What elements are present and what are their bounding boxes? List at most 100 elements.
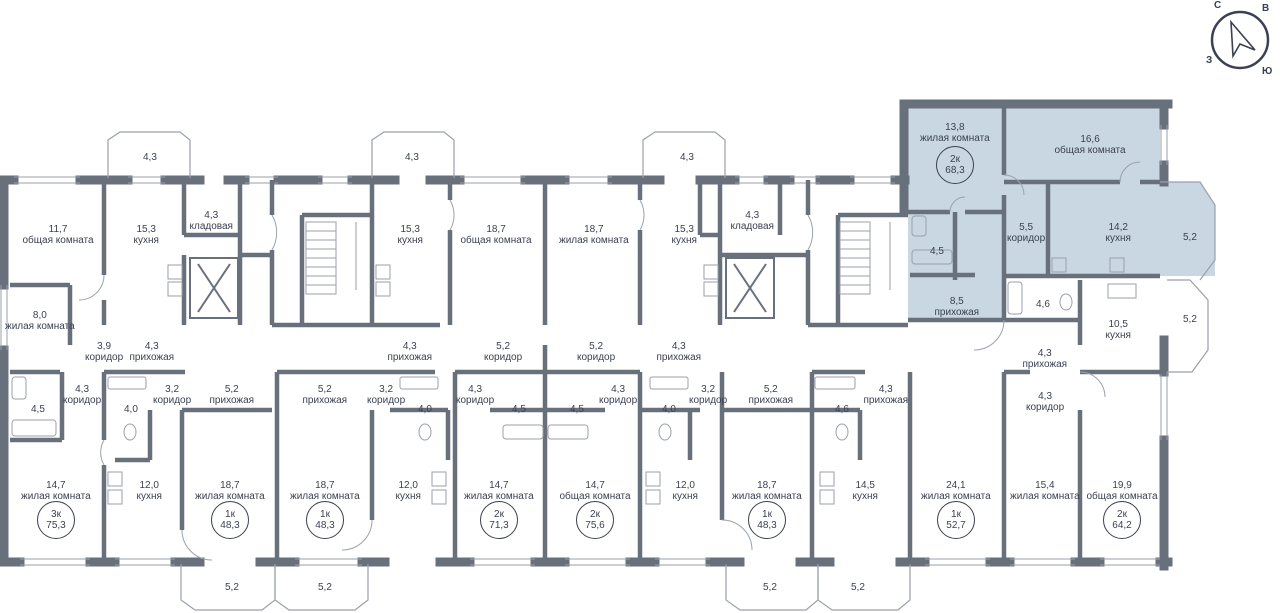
room-label: 4,6 [835, 404, 849, 415]
room-area: 4,3 [745, 210, 760, 221]
room-area: 18,7 [757, 480, 777, 491]
room-area: 4,5 [512, 404, 526, 415]
apartment-area: 71,3 [489, 520, 509, 531]
room-name: прихожая [863, 395, 909, 406]
room-name: общая комната [559, 491, 631, 502]
room-name: коридор [85, 352, 124, 363]
compass-east-label: В [1262, 3, 1270, 14]
compass-north-label: С [1214, 0, 1222, 11]
interior-walls [10, 108, 1164, 562]
room-name: кухня [672, 491, 698, 502]
room-name: прихожая [387, 352, 433, 363]
room-area: 5,2 [763, 384, 778, 395]
room-area: 16,6 [1080, 134, 1100, 145]
room-name: кухня [852, 491, 878, 502]
room-name: кладовая [189, 221, 233, 232]
apartment-area: 75,6 [585, 520, 605, 531]
compass-south-label: Ю [1262, 66, 1273, 77]
room-name: кладовая [730, 221, 774, 232]
room-area: 4,3 [143, 152, 157, 163]
room-area: 5,2 [225, 582, 239, 593]
sanitary-fixtures [11, 215, 1073, 441]
room-area: 12,0 [139, 480, 159, 491]
room-name: кухня [671, 235, 697, 246]
room-area: 4,3 [680, 152, 694, 163]
room-name: коридор [599, 395, 638, 406]
room-area: 13,8 [945, 122, 965, 133]
room-name: прихожая [302, 395, 348, 406]
room-label: 4,3 [143, 152, 157, 163]
room-area: 4,3 [878, 384, 893, 395]
apartment-area: 68,3 [945, 165, 965, 176]
room-name: общая комната [460, 235, 532, 246]
room-area: 5,2 [318, 582, 332, 593]
room-area: 3,9 [97, 341, 112, 352]
room-name: прихожая [934, 307, 980, 318]
room-name: коридор [367, 395, 406, 406]
room-area: 18,7 [486, 224, 506, 235]
room-label: 5,2 [851, 582, 865, 593]
room-label: 4,5 [31, 404, 45, 415]
room-area: 4,6 [1036, 299, 1050, 310]
room-area: 4,6 [835, 404, 849, 415]
room-name: жилая комната [921, 491, 991, 502]
apartment-area: 75,3 [46, 520, 66, 531]
apartment-type: 2к [1117, 509, 1127, 520]
room-area: 18,7 [315, 480, 335, 491]
room-name: кухня [395, 491, 421, 502]
room-area: 18,7 [220, 480, 240, 491]
room-label: 5,2 [1183, 314, 1197, 325]
room-area: 3,2 [379, 384, 394, 395]
room-area: 5,2 [317, 384, 332, 395]
apartment-area: 64,2 [1112, 520, 1132, 531]
room-area: 15,3 [136, 224, 156, 235]
room-label: 4,5 [930, 246, 944, 257]
room-area: 4,3 [1038, 391, 1053, 402]
room-area: 12,0 [398, 480, 418, 491]
room-name: общая комната [1054, 145, 1126, 156]
apartment-type: 1к [225, 509, 235, 520]
room-name: жилая комната [559, 235, 629, 246]
elevator-shafts [189, 257, 775, 319]
room-label: 5,2 [1183, 232, 1197, 243]
room-label: 5,2 [225, 582, 239, 593]
room-area: 5,2 [496, 341, 511, 352]
room-area: 8,5 [949, 296, 964, 307]
room-label: 4,0 [662, 404, 676, 415]
room-name: коридор [1026, 402, 1065, 413]
room-name: жилая комната [195, 491, 265, 502]
room-name: прихожая [748, 395, 794, 406]
room-area: 5,2 [1183, 232, 1197, 243]
room-label: 4,3 [680, 152, 694, 163]
room-name: жилая комната [1010, 491, 1080, 502]
